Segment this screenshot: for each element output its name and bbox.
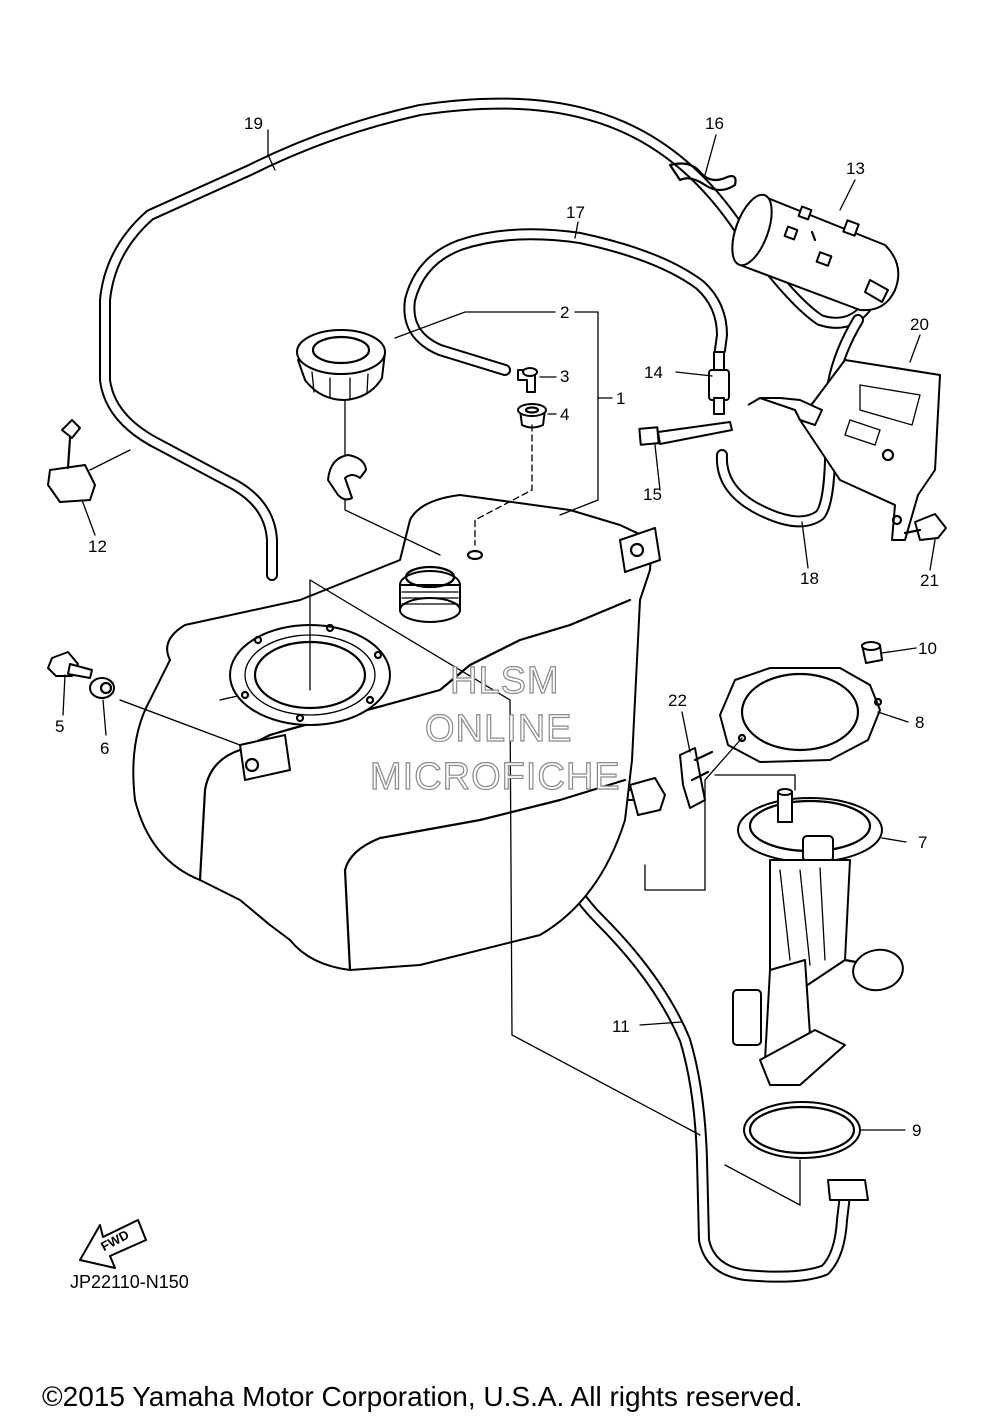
hose-11-connectors	[629, 777, 869, 1201]
callout-18: 18	[800, 569, 819, 588]
callout-17: 17	[566, 203, 585, 222]
fuel-cap	[296, 329, 386, 501]
copyright-notice: ©2015 Yamaha Motor Corporation, U.S.A. A…	[42, 1381, 803, 1412]
callout-4: 4	[560, 405, 570, 424]
o-ring-9	[743, 1101, 861, 1159]
valve-14	[708, 351, 730, 415]
callout-12: 12	[88, 537, 107, 556]
callout-6: 6	[100, 739, 110, 758]
callout-11: 11	[612, 1017, 630, 1036]
canister-13	[731, 193, 900, 312]
callout-8: 8	[915, 713, 925, 732]
callout-20: 20	[910, 315, 929, 334]
callout-15: 15	[643, 485, 662, 504]
bolt-21	[903, 513, 947, 541]
fuel-tank	[132, 494, 661, 972]
fuel-pump-7	[732, 788, 904, 1086]
callout-3: 3	[560, 367, 570, 386]
fwd-arrow-icon	[79, 1219, 147, 1269]
clamp-12	[47, 419, 96, 503]
grommet-4	[517, 403, 547, 429]
callout-1: 1	[616, 389, 626, 408]
callout-19: 19	[244, 114, 263, 133]
callout-2: 2	[560, 303, 570, 322]
gasket-8	[719, 667, 883, 763]
band-15	[638, 397, 823, 446]
callout-13: 13	[846, 159, 865, 178]
clip-16	[668, 162, 737, 192]
leader-lines	[62, 129, 936, 1131]
bracket-20	[799, 359, 941, 541]
watermark-line-2: ONLINE	[424, 707, 573, 750]
callout-5: 5	[55, 717, 65, 736]
hose-17	[403, 228, 728, 376]
nut-10	[861, 641, 883, 664]
callout-7: 7	[918, 833, 928, 852]
callout-16: 16	[705, 114, 724, 133]
callout-14: 14	[644, 363, 663, 382]
callout-21: 21	[920, 571, 939, 590]
callout-10: 10	[918, 639, 937, 658]
reference-lines	[119, 424, 801, 1207]
grommet-6	[89, 677, 115, 699]
watermark-line-1: HLSM	[449, 659, 560, 702]
watermark-line-3: MICROFICHE	[369, 755, 621, 798]
fitting-3	[517, 367, 538, 393]
callout-22: 22	[668, 691, 687, 710]
callout-9: 9	[912, 1121, 922, 1140]
diagram-code: JP22110-N150	[70, 1272, 189, 1292]
bolt-5	[47, 651, 93, 679]
